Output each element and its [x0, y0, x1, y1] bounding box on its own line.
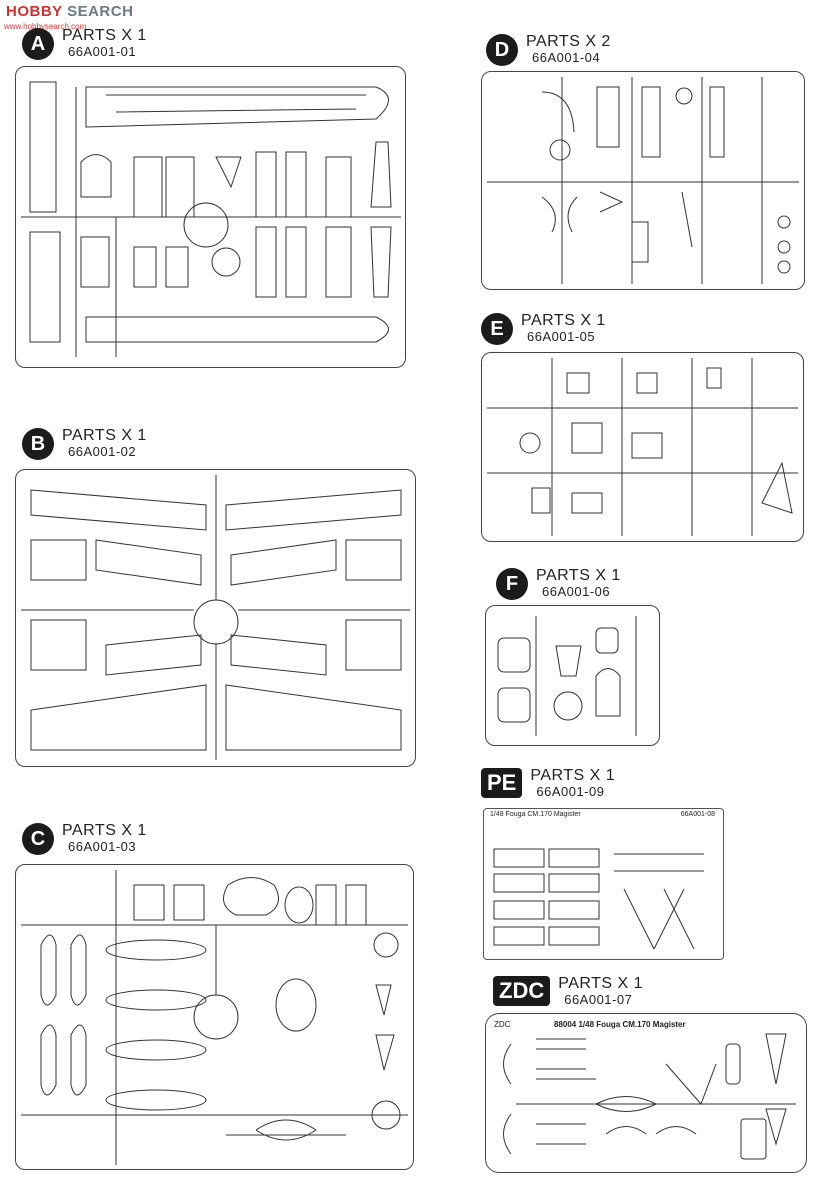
- sheet-zdc-code: 66A001-07: [564, 991, 633, 1007]
- sprue-zdc: ZDC 88004 1/48 Fouga CM.170 Magister: [485, 1013, 807, 1173]
- sprue-c: [15, 864, 414, 1170]
- sheet-pe-badge: PE: [481, 768, 523, 798]
- sheet-f-title: PARTS X 1: [536, 567, 621, 584]
- sprue-pe: 1/48 Fouga CM.170 Magister 66A001-08: [483, 808, 724, 960]
- sheet-zdc-title: PARTS X 1: [558, 975, 644, 992]
- sheet-zdc-badge: ZDC: [493, 976, 551, 1006]
- sprue-a: [15, 66, 406, 368]
- zdc-sheet-tag: ZDC: [494, 1020, 511, 1029]
- sheet-c-title: PARTS X 1: [62, 822, 147, 839]
- watermark-url: www.hobbysearch.com: [4, 22, 87, 31]
- sheet-c-label: C PARTS X 1 66A001-03: [22, 822, 147, 855]
- pe-sheet-code: 66A001-08: [680, 811, 715, 818]
- sheet-zdc-label: ZDC PARTS X 1 66A001-07: [493, 975, 644, 1007]
- sheet-b-title: PARTS X 1: [62, 427, 147, 444]
- watermark-brand-red: HOBBY: [6, 3, 63, 20]
- sprue-b: [15, 469, 416, 767]
- zdc-sheet-title: 88004 1/48 Fouga CM.170 Magister: [554, 1020, 686, 1029]
- sheet-e-label: E PARTS X 1 66A001-05: [481, 312, 606, 345]
- sheet-f-badge: F: [496, 568, 528, 600]
- sheet-pe-title: PARTS X 1: [530, 767, 616, 784]
- watermark-brand-grey: SEARCH: [67, 3, 134, 20]
- sprue-e: [481, 352, 804, 542]
- sheet-d-badge: D: [486, 34, 518, 66]
- sheet-f-label: F PARTS X 1 66A001-06: [496, 567, 621, 600]
- sheet-b-badge: B: [22, 428, 54, 460]
- sheet-d-label: D PARTS X 2 66A001-04: [486, 33, 611, 66]
- sheet-a-badge: A: [22, 28, 54, 60]
- sheet-f-code: 66A001-06: [542, 583, 611, 599]
- pe-sheet-title: 1/48 Fouga CM.170 Magister: [490, 811, 581, 818]
- sprue-f: [485, 605, 660, 746]
- sheet-pe-label: PE PARTS X 1 66A001-09: [481, 767, 616, 799]
- sheet-pe-code: 66A001-09: [536, 783, 605, 799]
- sheet-c-badge: C: [22, 823, 54, 855]
- sheet-d-title: PARTS X 2: [526, 33, 611, 50]
- sheet-e-badge: E: [481, 313, 513, 345]
- sheet-a-label: A PARTS X 1 66A001-01: [22, 27, 147, 60]
- watermark-logo: HOBBY SEARCH: [6, 3, 133, 20]
- sheet-b-label: B PARTS X 1 66A001-02: [22, 427, 147, 460]
- sheet-a-code: 66A001-01: [68, 43, 137, 59]
- sheet-a-title: PARTS X 1: [62, 27, 147, 44]
- sheet-c-code: 66A001-03: [68, 838, 137, 854]
- sprue-d: [481, 71, 805, 290]
- sheet-d-code: 66A001-04: [532, 49, 601, 65]
- sheet-e-code: 66A001-05: [527, 328, 596, 344]
- sheet-e-title: PARTS X 1: [521, 312, 606, 329]
- sheet-b-code: 66A001-02: [68, 443, 137, 459]
